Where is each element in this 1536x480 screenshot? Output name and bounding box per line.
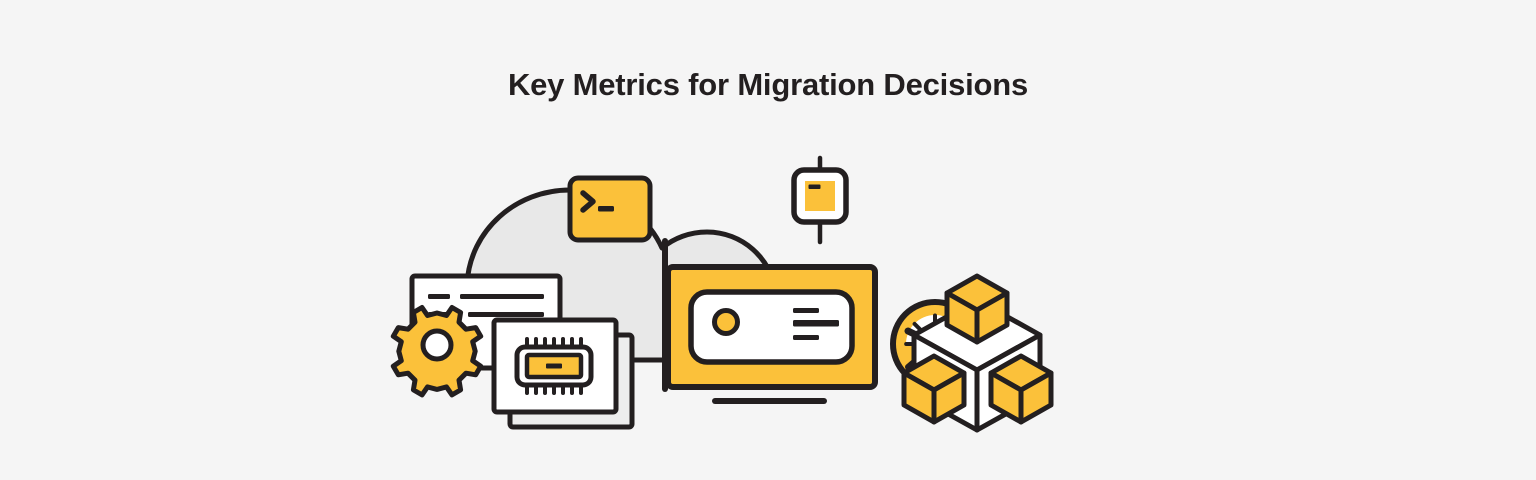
cluster-node-right — [988, 353, 1054, 425]
cpu-chip-card-icon — [491, 317, 619, 415]
server-rack-icon — [662, 238, 878, 404]
container-cluster-icon — [901, 273, 1054, 433]
page-title: Key Metrics for Migration Decisions — [507, 66, 1029, 102]
terminal-window-icon — [567, 175, 653, 243]
cluster-node-top — [944, 273, 1010, 345]
cloud-migration-illustration — [0, 120, 1536, 460]
chip-node-icon — [791, 155, 849, 245]
gear-icon — [390, 305, 484, 398]
cluster-node-left — [901, 353, 967, 425]
